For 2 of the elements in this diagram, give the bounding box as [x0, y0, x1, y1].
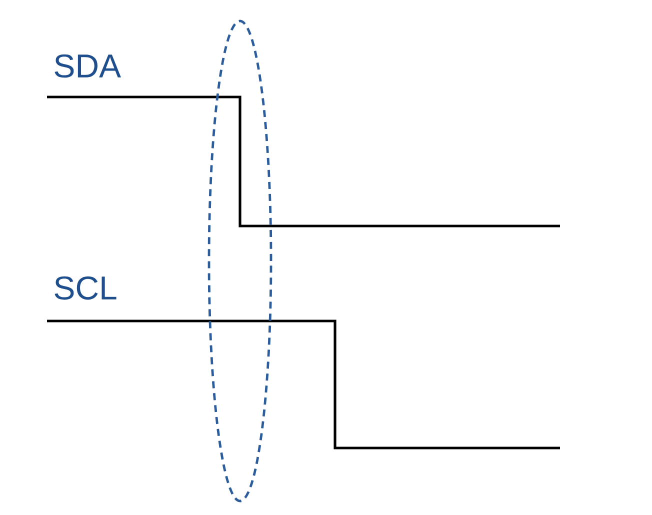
signal-label: SDA	[54, 54, 121, 78]
signal-label: SCL	[54, 276, 116, 300]
